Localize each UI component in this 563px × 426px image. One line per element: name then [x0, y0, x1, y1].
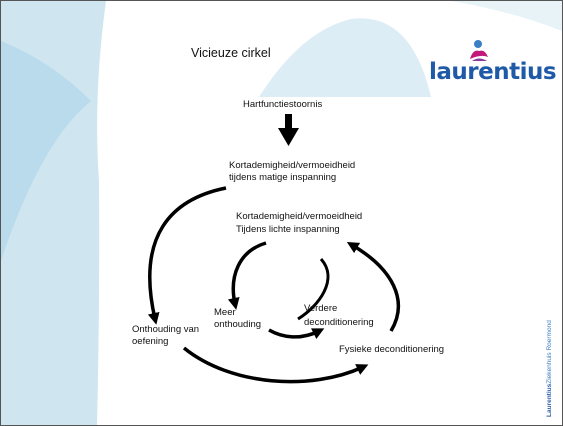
background-shape-left-dark [1, 41, 91, 261]
arrow-to-lichte-inspanning [346, 241, 401, 332]
node-kortademig-matig-line1: Kortademigheid/vermoeidheid [229, 160, 356, 171]
background-shape-center [259, 18, 431, 97]
arrow-to-meer-onthouding [227, 241, 267, 310]
arrow-to-lichte-from-verdere [297, 257, 330, 321]
arrow-to-verdere [268, 328, 325, 339]
node-verdere-line1: Verdere [304, 303, 338, 314]
logo-text: laurentius [429, 59, 557, 85]
node-fysieke-deconditionering: Fysieke deconditionering [339, 344, 445, 355]
arrow-to-onthouding [147, 186, 227, 325]
side-vertical-text: LaurentiusZiekenhuis Roermond [546, 320, 553, 417]
side-text-rest: Ziekenhuis Roermond [546, 320, 553, 384]
arrow-to-fysieke [182, 346, 369, 384]
node-meer-onthouding-line1: Meer [214, 307, 236, 318]
side-text-brand: Laurentius [546, 383, 553, 417]
arrow-down-main [278, 114, 299, 146]
node-hartfunctiestoornis: Hartfunctiestoornis [243, 99, 323, 110]
node-onthouding-line1: Onthouding van [132, 324, 200, 335]
logo-figure-icon [470, 40, 488, 61]
node-onthouding-line2: oefening [132, 336, 169, 347]
node-meer-onthouding-line2: onthouding [214, 319, 262, 330]
node-kortademig-licht-line2: Tijdens lichte inspanning [236, 224, 340, 235]
node-verdere-line2: deconditionering [304, 317, 374, 328]
node-kortademig-matig-line2: tijdens matige inspanning [229, 172, 337, 183]
slide-title: Vicieuze cirkel [191, 46, 271, 60]
node-kortademig-licht-line1: Kortademigheid/vermoeidheid [236, 211, 363, 222]
background-shape-right [451, 1, 562, 31]
